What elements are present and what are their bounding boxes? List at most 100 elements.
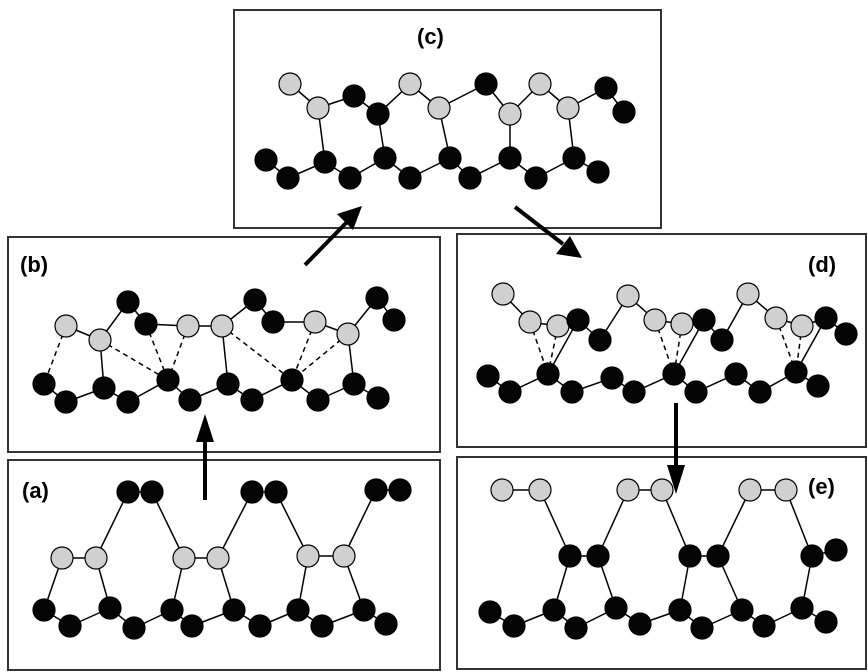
dark-atom	[566, 308, 590, 332]
dark-atom	[612, 100, 636, 124]
bond	[343, 489, 377, 557]
dark-atom	[476, 364, 500, 388]
dark-atom	[474, 72, 498, 96]
dark-atom	[365, 286, 389, 310]
light-atom	[774, 478, 798, 502]
panel-b-frame	[7, 236, 441, 453]
dark-atom	[564, 616, 588, 640]
dark-atom	[562, 146, 586, 170]
dark-atom	[140, 480, 164, 504]
light-atom	[398, 72, 422, 96]
light-atom	[210, 314, 234, 338]
dark-atom	[280, 368, 304, 392]
dark-atom	[398, 166, 422, 190]
dark-atom	[116, 390, 140, 414]
panel-a-label: (a)	[22, 478, 49, 503]
bond	[785, 489, 813, 557]
light-atom	[616, 478, 640, 502]
bond	[539, 489, 571, 557]
dark-atom	[286, 598, 310, 622]
dark-atom	[586, 160, 610, 184]
light-atom	[54, 314, 78, 338]
bond	[217, 491, 253, 559]
dark-atom	[92, 376, 116, 400]
light-atom	[790, 314, 814, 338]
dark-atom	[306, 388, 330, 412]
panel-d-structure	[476, 282, 858, 404]
panel-e-structure	[478, 478, 848, 640]
light-atom	[332, 544, 356, 568]
light-atom	[84, 546, 108, 570]
dark-atom	[600, 366, 624, 390]
dark-atom	[180, 614, 204, 638]
dark-atom	[98, 596, 122, 620]
dark-atom	[313, 150, 337, 174]
dark-atom	[156, 368, 180, 392]
dark-atom	[373, 146, 397, 170]
dark-atom	[498, 380, 522, 404]
light-atom	[306, 96, 330, 120]
bond	[597, 489, 629, 557]
light-atom	[670, 312, 694, 336]
dark-atom	[498, 146, 522, 170]
light-atom	[50, 546, 74, 570]
dark-atom	[806, 374, 830, 398]
dark-atom	[264, 480, 288, 504]
light-atom	[296, 544, 320, 568]
light-atom	[518, 310, 542, 334]
dark-atom	[542, 598, 566, 622]
panel-e-atoms	[478, 478, 848, 640]
bond	[95, 491, 129, 559]
light-atom	[490, 478, 514, 502]
light-atom	[336, 322, 360, 346]
light-atom	[498, 102, 522, 126]
dark-atom	[374, 612, 398, 636]
bond	[717, 489, 751, 557]
light-atom	[764, 306, 788, 330]
dark-atom	[216, 372, 240, 396]
light-atom	[176, 314, 200, 338]
panel-e-frame	[456, 456, 867, 670]
panel-a-atoms	[32, 478, 412, 640]
light-atom	[172, 546, 196, 570]
dark-atom	[276, 166, 300, 190]
panel-d-atoms	[476, 282, 858, 404]
dark-atom	[604, 596, 628, 620]
dark-atom	[248, 614, 272, 638]
dark-atom	[438, 146, 462, 170]
dashed-bond	[221, 325, 293, 381]
dark-atom	[478, 600, 502, 624]
panel-c-label: (c)	[417, 24, 444, 49]
dark-atom	[814, 306, 838, 330]
panel-c-frame	[233, 9, 662, 229]
dark-atom	[243, 288, 267, 312]
dark-atom	[54, 390, 78, 414]
dark-atom	[588, 328, 612, 352]
dark-atom	[730, 598, 754, 622]
dark-atom	[261, 310, 285, 334]
dark-atom	[690, 616, 714, 640]
panel-a-frame	[7, 459, 441, 671]
arrow-c-to-d	[513, 205, 582, 258]
panel-b-structure	[32, 286, 406, 414]
dark-atom	[834, 322, 858, 346]
light-atom	[528, 478, 552, 502]
light-atom	[303, 310, 327, 334]
panel-a-structure	[32, 478, 412, 640]
dark-atom	[116, 480, 140, 504]
dark-atom	[560, 380, 584, 404]
panel-c-structure	[254, 72, 636, 190]
arrow-a-to-b	[196, 414, 214, 500]
light-atom	[491, 282, 515, 306]
dark-atom	[748, 380, 772, 404]
dark-atom	[524, 166, 548, 190]
dark-atom	[366, 102, 390, 126]
dark-atom	[824, 538, 848, 562]
panel-e-bonds	[489, 489, 837, 629]
dark-atom	[338, 166, 362, 190]
panel-d-label: (d)	[808, 252, 836, 277]
dark-atom	[32, 598, 56, 622]
dark-atom	[58, 614, 82, 638]
panel-b-label: (b)	[20, 252, 48, 277]
